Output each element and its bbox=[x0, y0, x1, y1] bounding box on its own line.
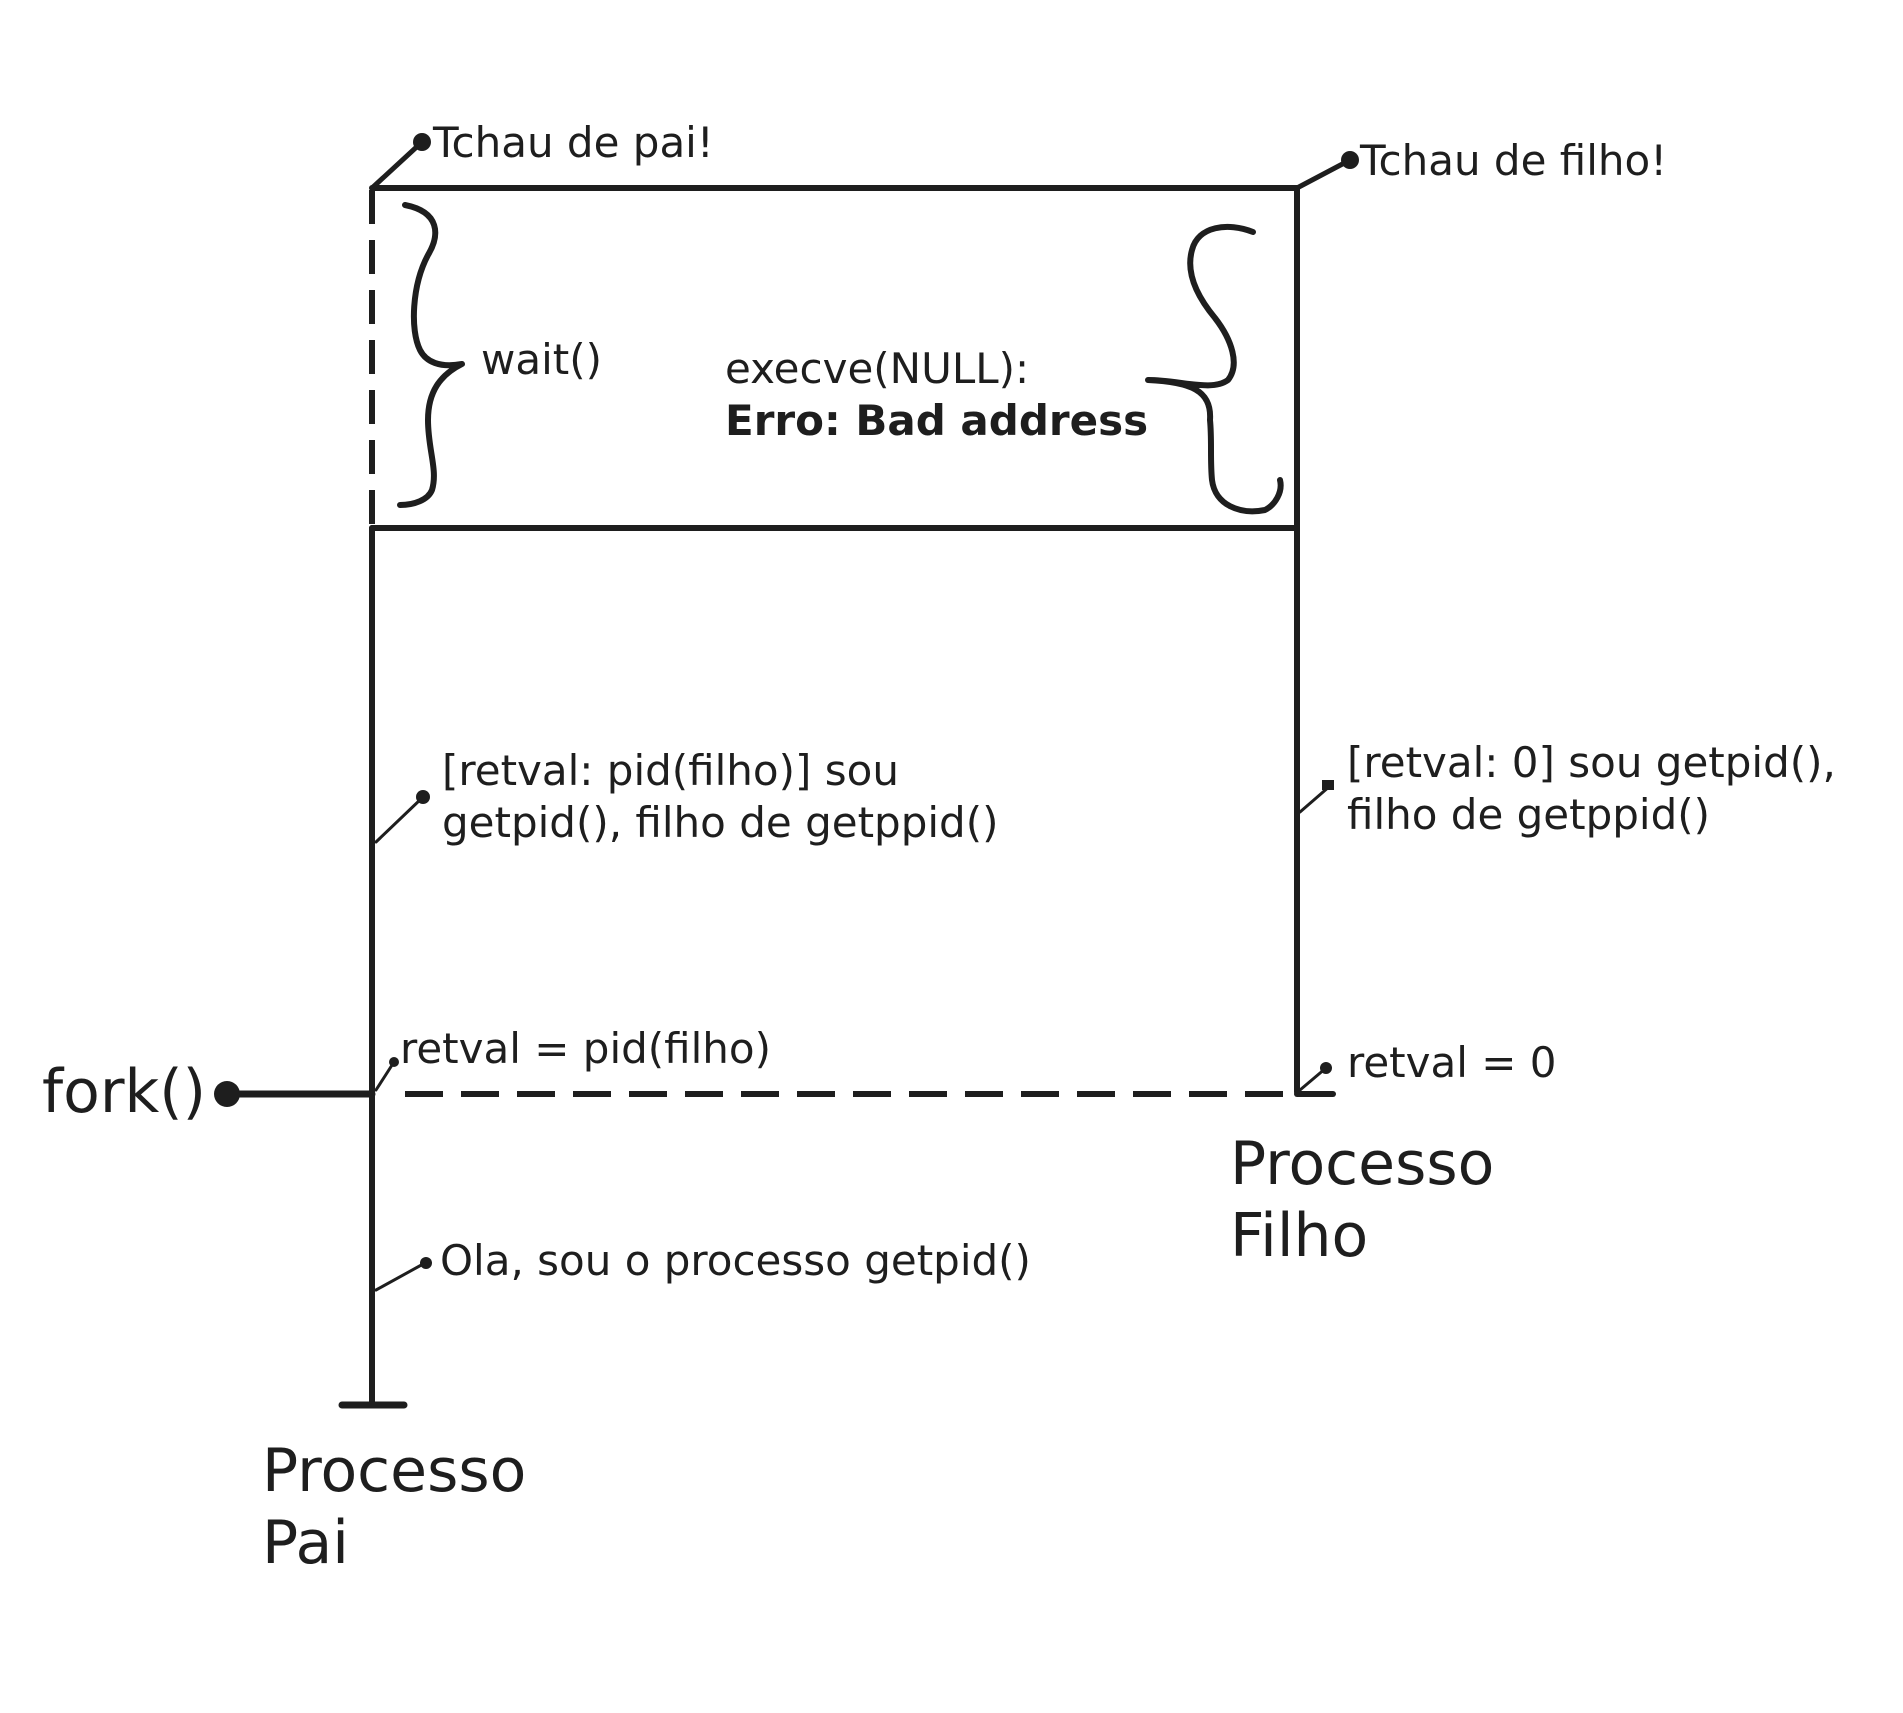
pai-print-label-line2: getpid(), filho de getppid() bbox=[442, 798, 999, 847]
ola-label: Ola, sou o processo getpid() bbox=[440, 1236, 1031, 1285]
processo-filho-label-line1: Processo bbox=[1230, 1129, 1495, 1199]
fork-label: fork() bbox=[42, 1057, 207, 1127]
tchau-pai-label: Tchau de pai! bbox=[433, 118, 714, 167]
tchau-pai-dot bbox=[413, 133, 431, 151]
pai-print-dot bbox=[416, 790, 430, 804]
filho-print-label-line2: filho de getppid() bbox=[1347, 790, 1711, 839]
pai-print-leader bbox=[374, 796, 424, 844]
filho-print-label-line1: [retval: 0] sou getpid(), bbox=[1347, 738, 1836, 787]
retval-filho-dot bbox=[1320, 1062, 1332, 1074]
execve-label: execve(NULL): bbox=[725, 344, 1030, 393]
wait-label: wait() bbox=[481, 335, 602, 384]
tchau-filho-dot bbox=[1341, 151, 1359, 169]
ola-dot bbox=[420, 1257, 432, 1269]
tchau-filho-leader bbox=[1294, 157, 1353, 191]
processo-filho-label-line2: Filho bbox=[1230, 1201, 1369, 1271]
execve-brace bbox=[1145, 223, 1284, 515]
fork-dot bbox=[214, 1081, 240, 1107]
pai-print-label-line1: [retval: pid(filho)] sou bbox=[442, 746, 899, 795]
execve-error-label: Erro: Bad address bbox=[725, 396, 1149, 445]
retval-filho-label: retval = 0 bbox=[1347, 1038, 1557, 1087]
retval-pai-dot bbox=[389, 1057, 399, 1067]
retval-pai-leader bbox=[374, 1060, 396, 1092]
processo-pai-label-line2: Pai bbox=[262, 1508, 349, 1578]
tchau-filho-label: Tchau de filho! bbox=[1360, 136, 1668, 185]
retval-pai-label: retval = pid(filho) bbox=[400, 1024, 772, 1073]
wait-brace bbox=[397, 202, 465, 508]
tchau-pai-leader bbox=[369, 139, 425, 191]
filho-print-dot bbox=[1322, 780, 1334, 790]
ola-leader bbox=[374, 1261, 427, 1292]
filho-print-leader bbox=[1298, 784, 1332, 814]
processo-pai-label-line1: Processo bbox=[262, 1436, 527, 1506]
